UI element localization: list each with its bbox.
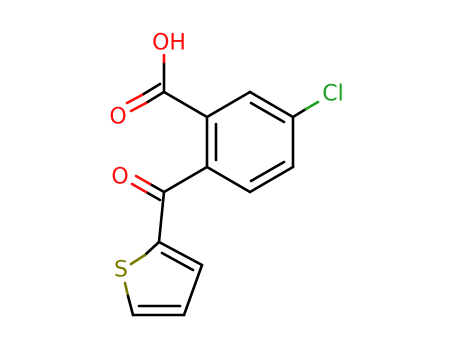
bond-s-c5t-b	[126, 294, 135, 317]
bond-c3t-c2t-inner	[160, 251, 195, 272]
bond-c4-c5	[248, 165, 295, 194]
bond-carboxyl-o-double-a-hetero	[129, 101, 148, 113]
bond-c4t-c3t	[182, 263, 204, 317]
atom-carboxyl-o-label: O	[109, 105, 126, 130]
bond-carboxyl-o-double-a	[144, 90, 166, 105]
bond-ketone-o-double-a-hetero	[134, 174, 152, 186]
ketone-group	[130, 165, 209, 244]
bond-ketone-thiophene	[157, 190, 166, 244]
bond-ketone-o-double-b-hetero	[130, 182, 148, 194]
bond-c2-c3	[248, 90, 295, 119]
bond-carboxyl-o-double-b	[140, 82, 162, 97]
atom-ketone-o-label: O	[111, 165, 128, 190]
bond-ketone-o-double-b	[144, 190, 162, 202]
bond-c1-c2	[205, 90, 252, 119]
bond-ketone-o-double-a	[148, 182, 166, 194]
bond-ring-cl-hetero	[304, 100, 320, 111]
bond-c2t-s-b	[129, 253, 147, 266]
atom-s-label: S	[114, 258, 128, 283]
bond-c2t-s-a	[143, 240, 161, 257]
bond-c5-c6	[205, 165, 252, 194]
atom-cl-label: Cl	[322, 82, 343, 107]
bond-ring-carboxyl	[162, 90, 209, 119]
atom-oh-label: OH	[152, 31, 186, 56]
bond-c3t-c2t	[157, 240, 204, 267]
bond-s-c5t-a	[123, 281, 130, 298]
bond-ring-cl	[291, 107, 308, 119]
bond-c4-c5-inner	[249, 160, 286, 183]
carboxylic-acid-group	[125, 53, 209, 119]
bond-ring-ketone	[162, 165, 209, 194]
bond-carboxyl-o-double-b-hetero	[125, 93, 144, 105]
benzene-ring	[205, 90, 295, 194]
bond-c2-c3-inner	[249, 101, 286, 124]
thiophene-ring	[123, 240, 204, 317]
